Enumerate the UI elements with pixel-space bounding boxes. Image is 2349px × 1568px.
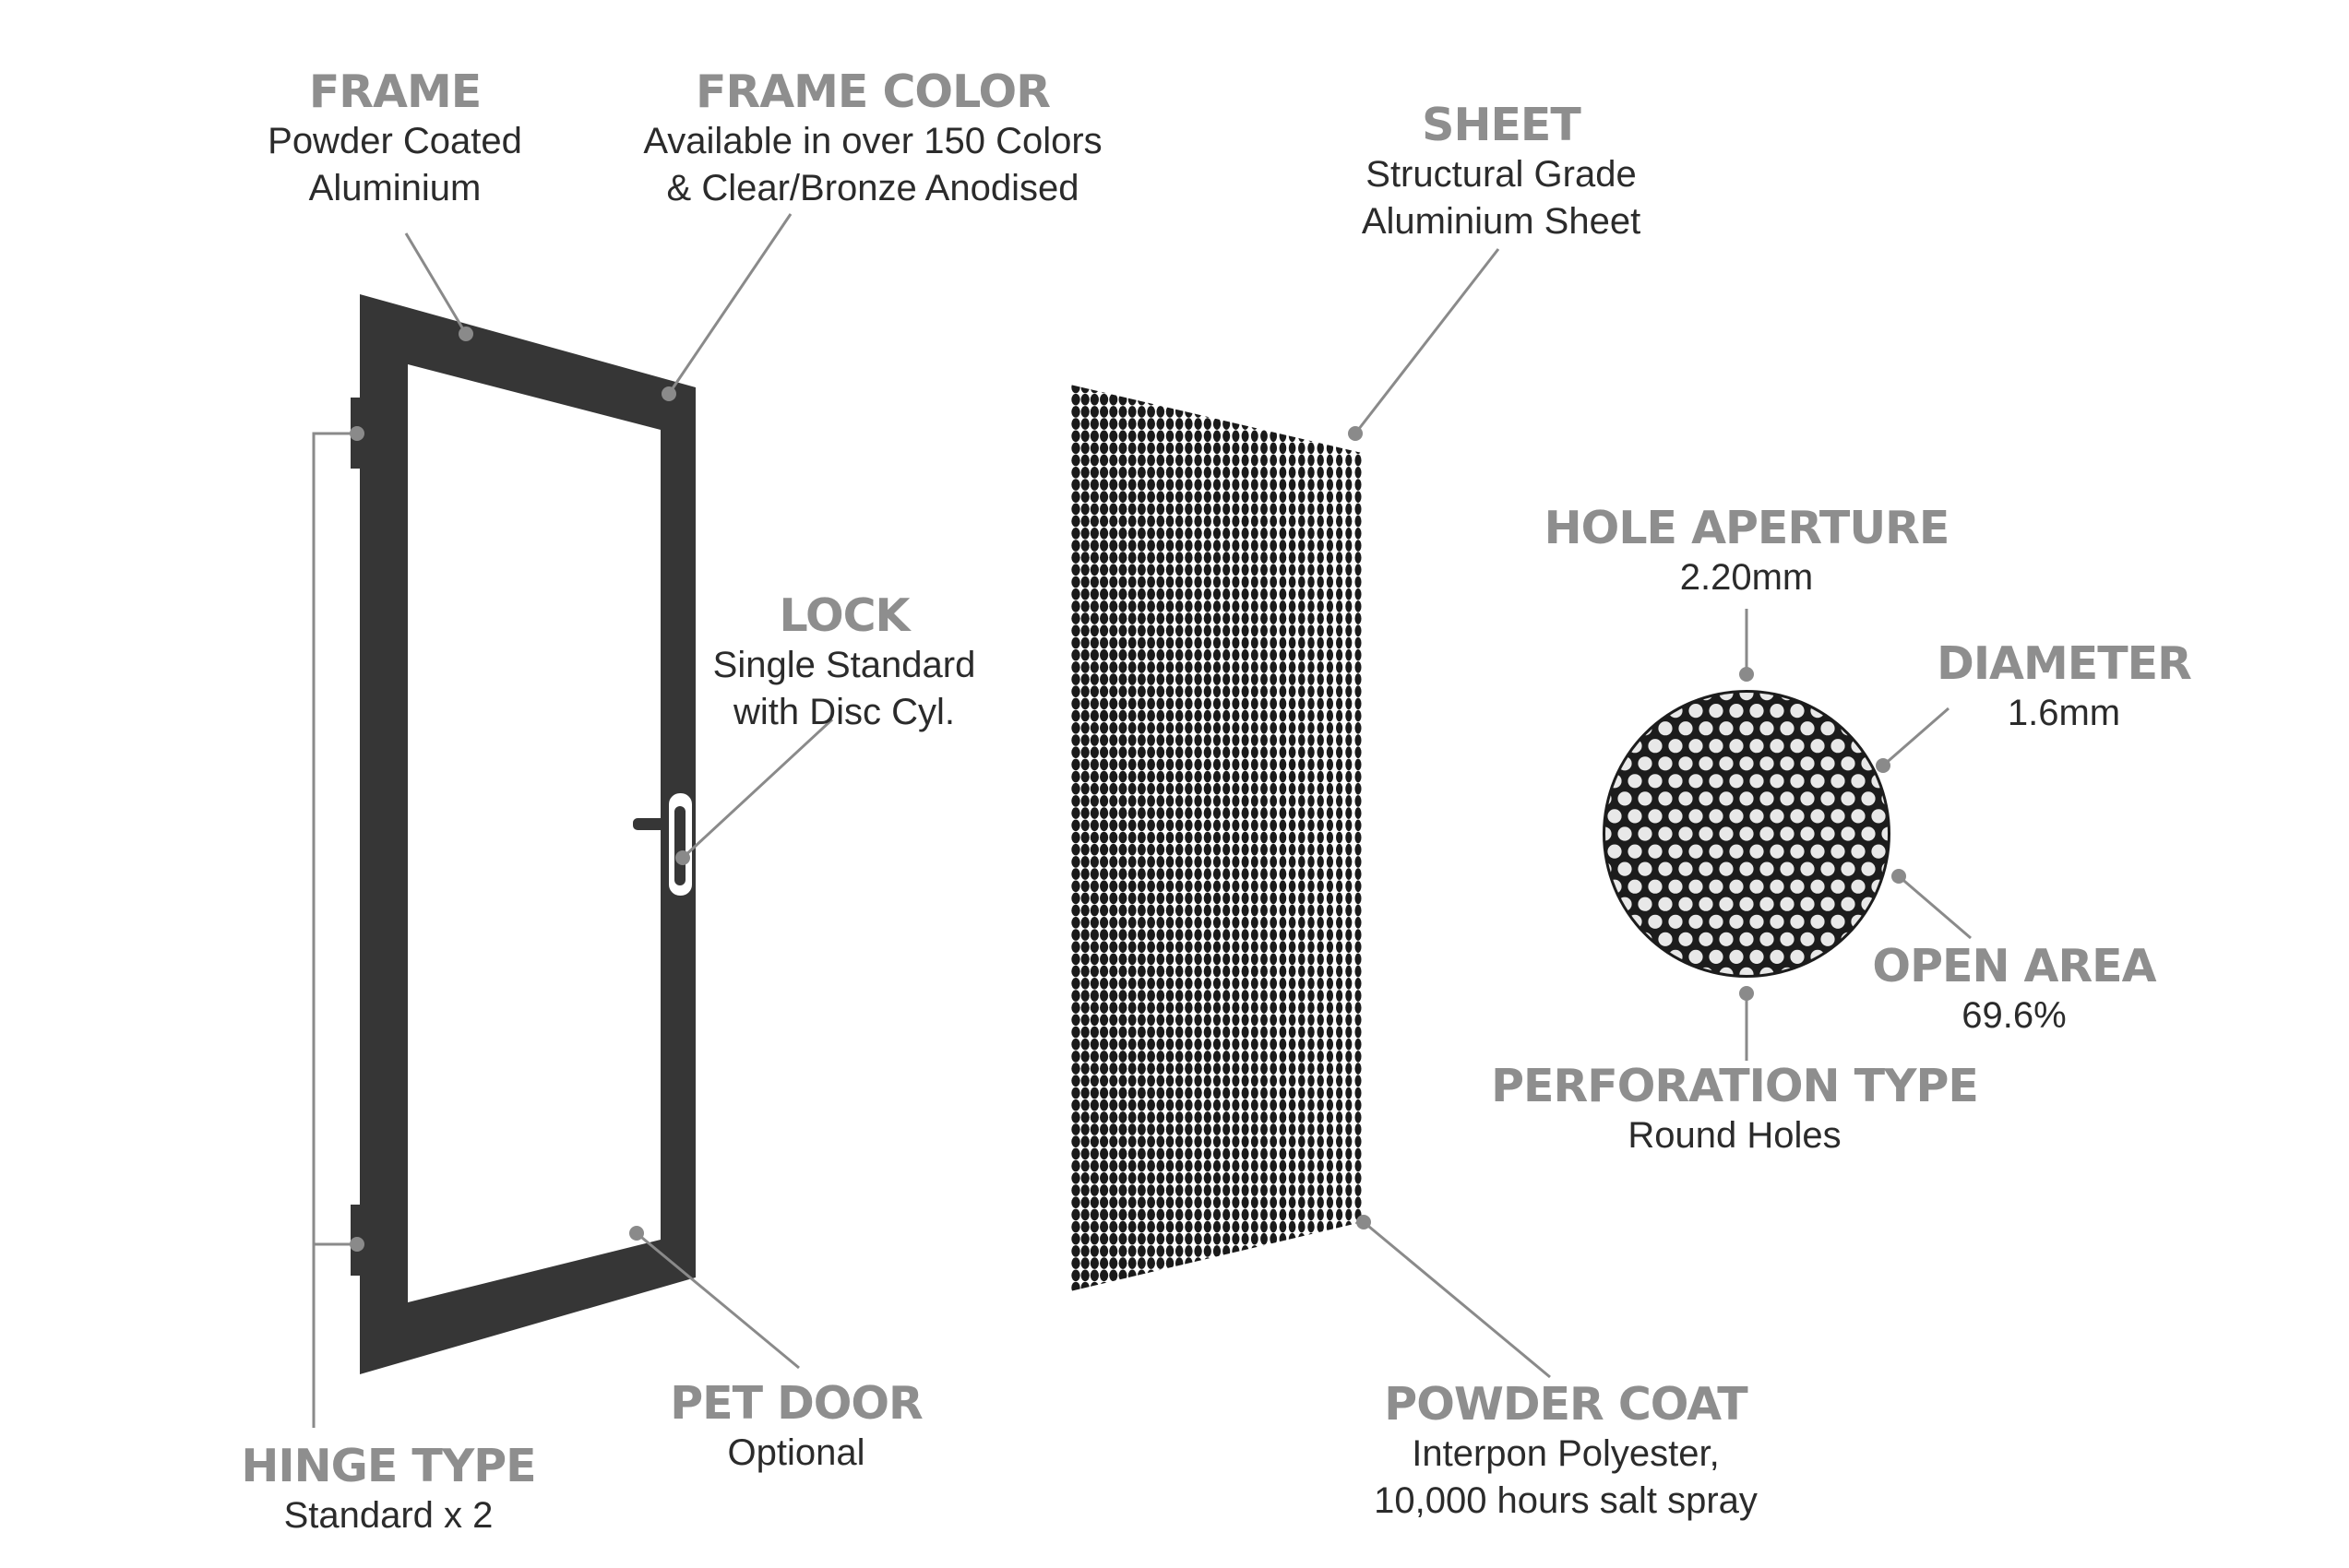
label-diameter-line1: 1.6mm	[2007, 693, 2121, 733]
sheet-perforations	[1071, 385, 1362, 1291]
door-frame-icon	[351, 294, 696, 1374]
label-pet-door-title: PET DOOR	[670, 1377, 924, 1430]
label-lock-line1: Single Standard	[712, 645, 976, 685]
leader-dots	[350, 327, 1906, 1252]
perforation-detail-icon	[1603, 690, 1890, 978]
label-frame-color-line1: Available in over 150 Colors	[643, 121, 1103, 161]
leader-frame	[404, 232, 468, 335]
label-hinge-type: HINGE TYPE Standard x 2	[241, 1440, 536, 1539]
leader-lock	[681, 718, 834, 860]
label-diameter-title: DIAMETER	[1937, 637, 2192, 690]
label-pet-door-line1: Optional	[727, 1432, 865, 1473]
label-pet-door: PET DOOR Optional	[670, 1377, 924, 1477]
label-powder-coat-line2: 10,000 hours salt spray	[1374, 1480, 1758, 1521]
label-sheet-title: SHEET	[1422, 99, 1581, 151]
label-frame-color-line2: & Clear/Bronze Anodised	[666, 168, 1079, 208]
label-lock: LOCK Single Standard with Disc Cyl.	[713, 590, 976, 736]
leader-frame-color	[667, 213, 793, 395]
label-frame: FRAME Powder Coated Aluminium	[268, 66, 522, 212]
lever-handle-icon	[633, 790, 696, 899]
leader-powder-coat	[1363, 1220, 1551, 1379]
label-frame-line2: Aluminium	[308, 168, 482, 208]
label-hole-aperture-line1: 2.20mm	[1679, 557, 1814, 598]
label-perforation-type-line1: Round Holes	[1628, 1115, 1842, 1156]
leader-pet-door	[636, 1231, 800, 1370]
perforated-sheet-icon	[1071, 385, 1362, 1291]
label-powder-coat-title: POWDER COAT	[1384, 1378, 1747, 1431]
door-frame	[360, 294, 696, 1374]
label-open-area-title: OPEN AREA	[1872, 940, 2156, 992]
label-lock-title: LOCK	[779, 589, 910, 642]
label-frame-color: FRAME COLOR Available in over 150 Colors…	[643, 66, 1102, 212]
label-hinge-type-title: HINGE TYPE	[241, 1440, 536, 1492]
label-hinge-type-line1: Standard x 2	[283, 1495, 494, 1536]
label-frame-color-title: FRAME COLOR	[696, 65, 1051, 118]
label-sheet-line1: Structural Grade	[1365, 154, 1637, 195]
leader-diameter	[1882, 707, 1950, 767]
label-frame-line1: Powder Coated	[268, 121, 522, 161]
leader-open-area	[1898, 874, 1972, 940]
label-powder-coat-line1: Interpon Polyester,	[1412, 1433, 1720, 1474]
detail-perforations	[1605, 693, 1888, 975]
label-sheet: SHEET Structural Grade Aluminium Sheet	[1362, 100, 1640, 245]
label-perforation-type: PERFORATION TYPE Round Holes	[1491, 1060, 1979, 1159]
label-lock-line2: with Disc Cyl.	[733, 692, 956, 732]
leader-hinge-type	[312, 432, 357, 1428]
label-diameter: DIAMETER 1.6mm	[1937, 637, 2192, 737]
label-open-area: OPEN AREA 69.6%	[1872, 940, 2156, 1039]
label-open-area-line1: 69.6%	[1961, 995, 2067, 1036]
label-sheet-line2: Aluminium Sheet	[1361, 201, 1641, 242]
leader-lines	[312, 213, 1972, 1428]
leader-sheet	[1353, 248, 1500, 434]
label-perforation-type-title: PERFORATION TYPE	[1491, 1060, 1979, 1112]
label-powder-coat: POWDER COAT Interpon Polyester, 10,000 h…	[1374, 1379, 1758, 1525]
label-hole-aperture-title: HOLE APERTURE	[1544, 502, 1950, 554]
label-frame-title: FRAME	[308, 65, 482, 118]
label-hole-aperture: HOLE APERTURE 2.20mm	[1544, 503, 1950, 601]
